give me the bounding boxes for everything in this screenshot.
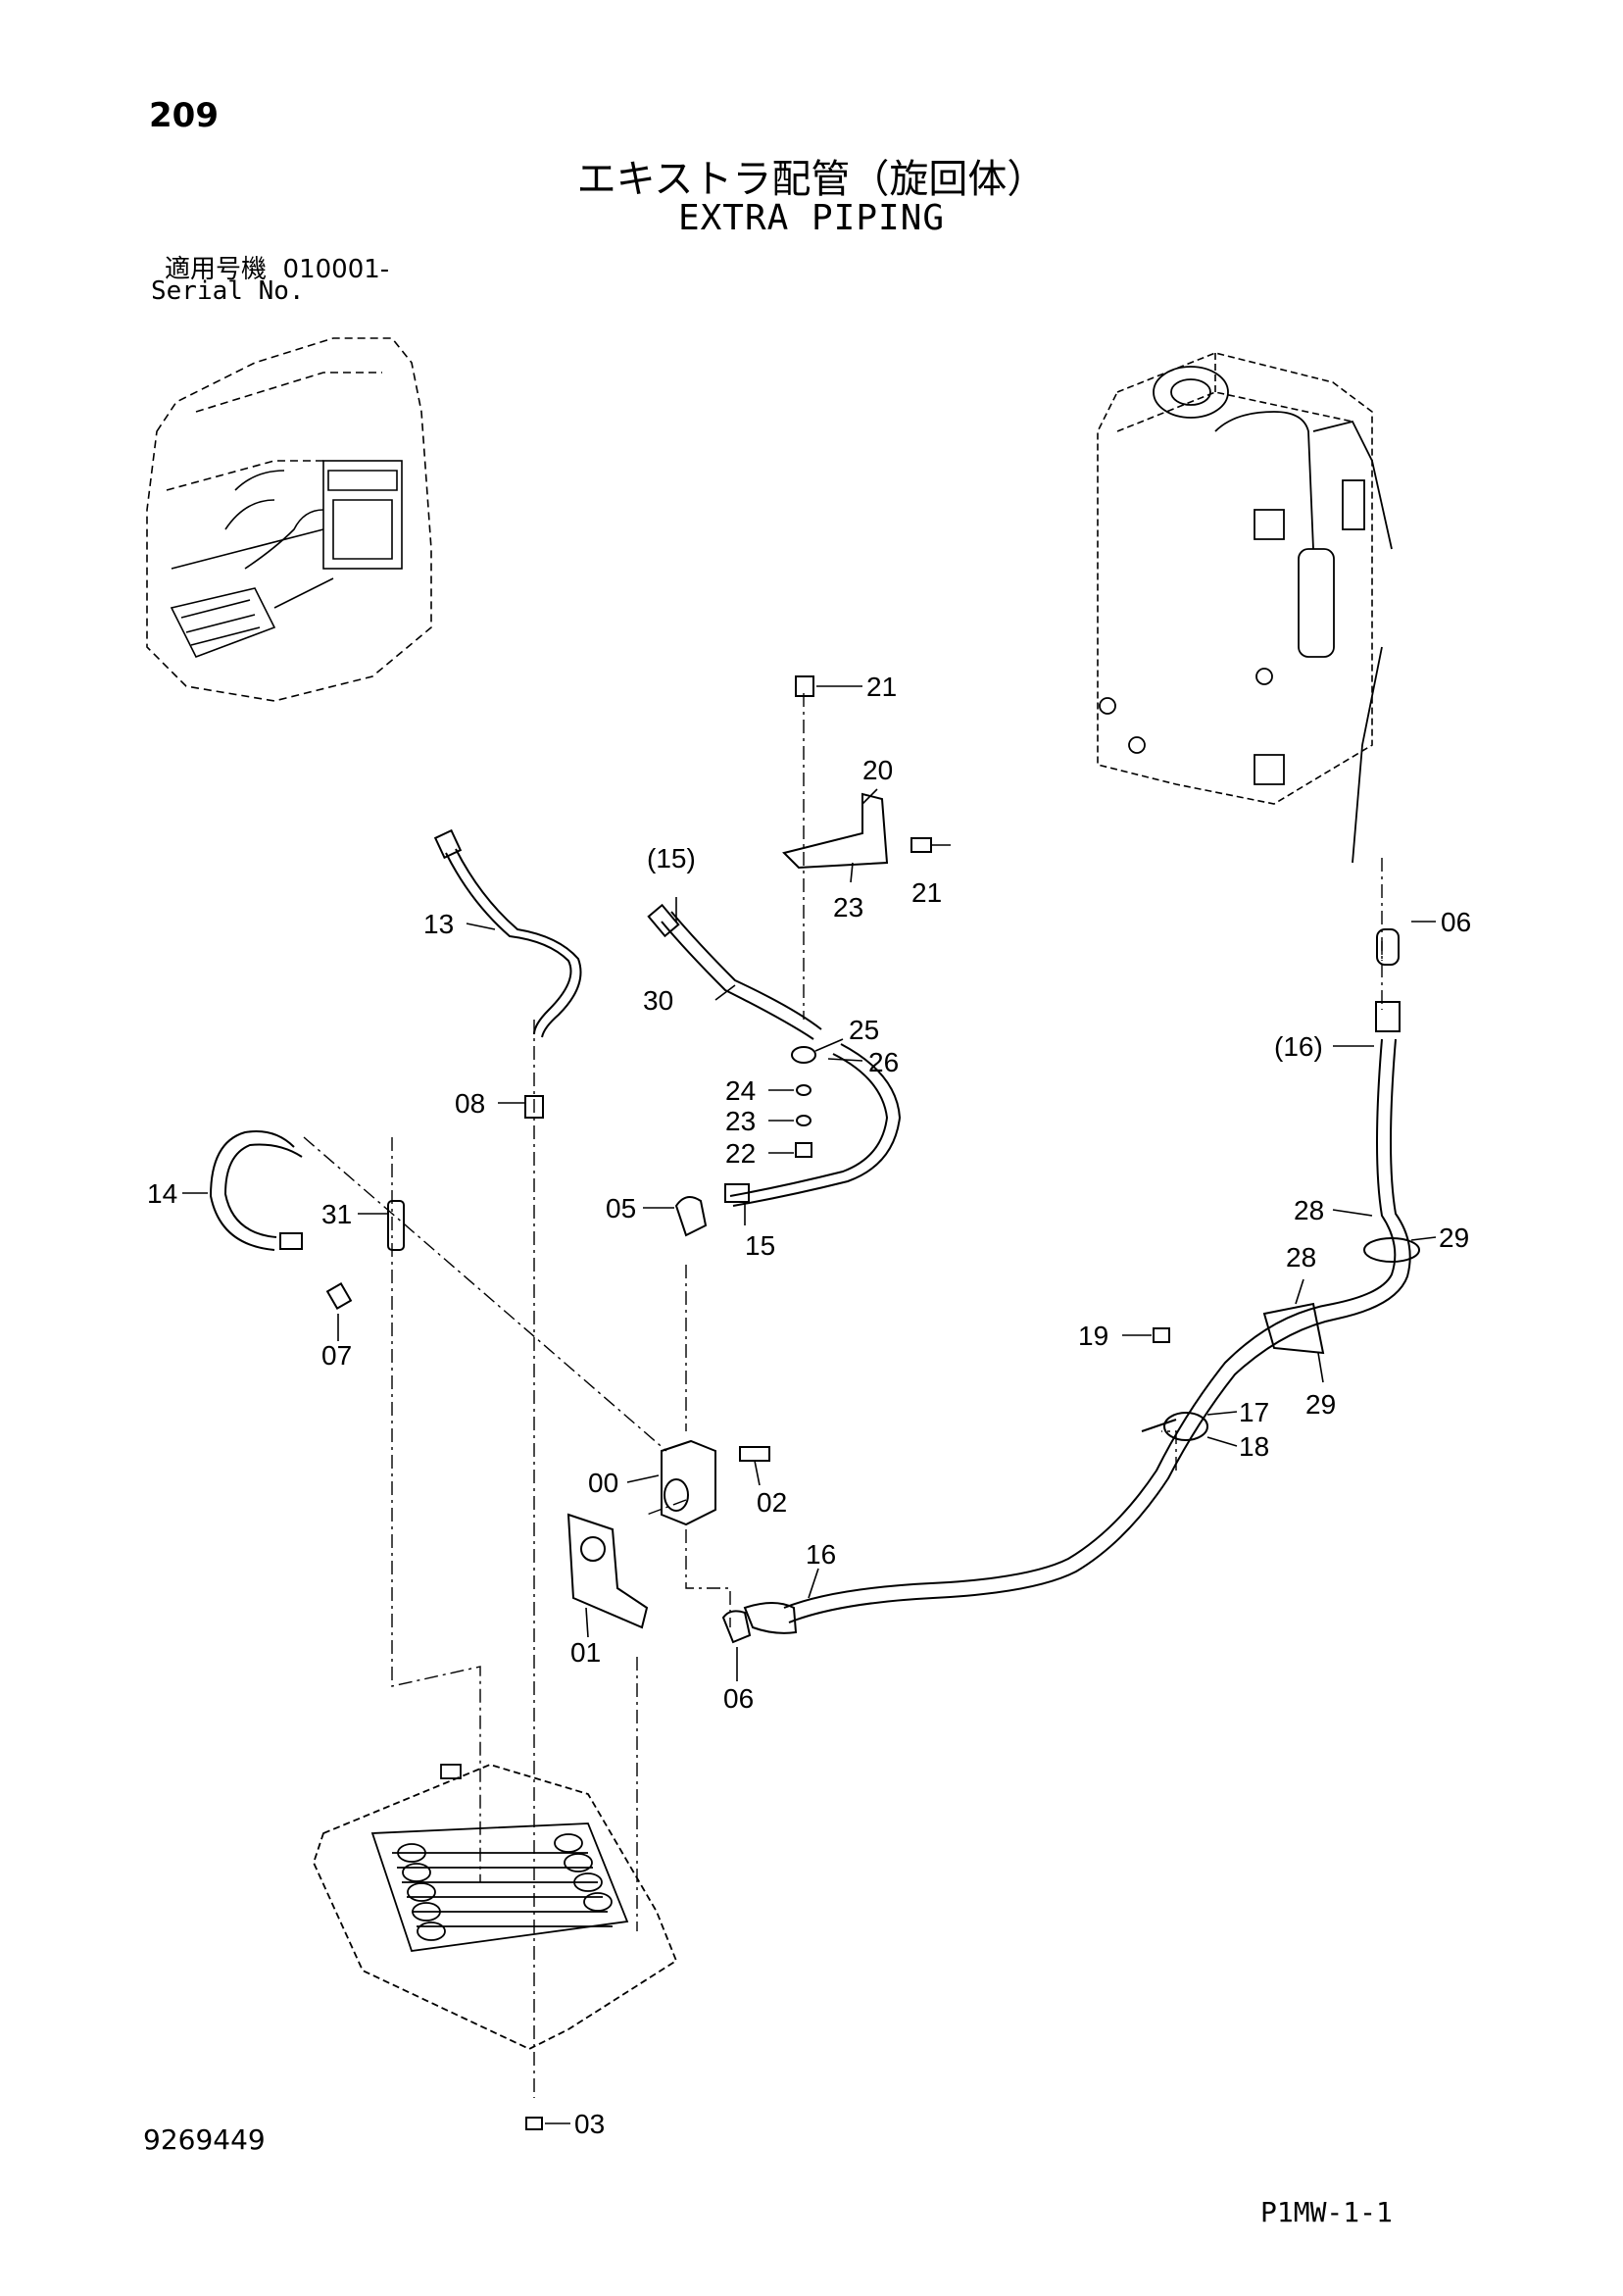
- leader-lines: [182, 685, 1437, 2124]
- callout-24: 24: [725, 1075, 756, 1106]
- nut-22: [795, 1142, 812, 1158]
- hose-30: [647, 903, 822, 1040]
- callout-17: 17: [1239, 1397, 1269, 1427]
- fitting-07: [325, 1281, 353, 1311]
- callout-28a: 28: [1294, 1195, 1324, 1225]
- callout-00: 00: [588, 1468, 618, 1498]
- hose-14: [209, 1130, 303, 1251]
- callout-23a: 23: [833, 892, 863, 923]
- title-english: EXTRA PIPING: [677, 198, 946, 238]
- routing-lines: [303, 693, 1383, 2098]
- bracket-20: [782, 792, 889, 870]
- hose-15: [724, 1043, 902, 1207]
- clamp-28a: [1363, 1237, 1420, 1263]
- callout-21b: 21: [911, 877, 942, 908]
- title-japanese: エキストラ配管（旋回体）: [576, 157, 1047, 202]
- control-valve: [313, 1764, 678, 2051]
- bracket-01-hole: [580, 1536, 606, 1562]
- callout-30: 30: [643, 985, 673, 1016]
- callout-03: 03: [574, 2109, 605, 2139]
- document-number: 9269449: [143, 2123, 266, 2156]
- callout-15: 15: [745, 1230, 775, 1261]
- callout-14: 14: [147, 1178, 177, 1209]
- callout-29b: 29: [1305, 1389, 1336, 1420]
- callout-06-lower: 06: [723, 1683, 754, 1714]
- bracket-01: [566, 1513, 649, 1629]
- clamp-28b: [1262, 1302, 1325, 1355]
- fitting-08: [524, 1095, 544, 1119]
- callout-22: 22: [725, 1138, 756, 1169]
- clamp-25: [791, 1046, 816, 1064]
- bolt-19: [1153, 1327, 1170, 1343]
- callout-21a: 21: [866, 672, 897, 702]
- bolt-02: [739, 1446, 770, 1462]
- fitting-31: [387, 1200, 405, 1251]
- callout-02: 02: [757, 1487, 787, 1518]
- washer-23: [796, 1115, 812, 1126]
- callout-16: 16: [806, 1539, 836, 1570]
- page-code: P1MW-1-1: [1260, 2196, 1393, 2228]
- tank-fittings: [1099, 366, 1393, 864]
- callout-29a: 29: [1439, 1223, 1469, 1253]
- callout-15-ref: (15): [647, 843, 696, 873]
- callout-05: 05: [606, 1193, 636, 1223]
- bolt-03: [525, 2117, 543, 2130]
- clamp-18-plate: [1141, 1419, 1177, 1432]
- elbow-06-lower: [721, 1610, 752, 1644]
- callout-07: 07: [321, 1340, 352, 1371]
- washer-24: [796, 1084, 812, 1096]
- cab-overview-sketch: [146, 337, 432, 702]
- callout-20: 20: [862, 755, 893, 785]
- callout-13: 13: [423, 909, 454, 939]
- serial-label-jp-text: 適用号機: [165, 255, 268, 284]
- block-00: [661, 1439, 716, 1526]
- hose-13: [433, 828, 582, 1038]
- callout-19: 19: [1078, 1321, 1108, 1351]
- elbow-05: [674, 1196, 708, 1237]
- serial-label-en: Serial No.: [151, 276, 305, 306]
- callout-18: 18: [1239, 1431, 1269, 1462]
- callout-01: 01: [570, 1637, 601, 1668]
- callout-08: 08: [455, 1088, 485, 1119]
- hose-16: [743, 1038, 1411, 1634]
- fitting-06-upper: [1376, 928, 1400, 966]
- page-number: 209: [149, 96, 219, 135]
- callout-23b: 23: [725, 1106, 756, 1136]
- bolt-21b: [910, 837, 932, 853]
- block-00-port: [664, 1478, 689, 1512]
- callout-06-upper: 06: [1441, 907, 1471, 937]
- clamp-17: [1163, 1412, 1208, 1441]
- bolt-21a: [795, 675, 814, 697]
- callout-28b: 28: [1286, 1242, 1316, 1273]
- hydraulic-tank: [1097, 352, 1373, 805]
- callout-31: 31: [321, 1199, 352, 1229]
- fitting-16-top: [1375, 1001, 1401, 1032]
- callout-26: 26: [868, 1047, 899, 1077]
- callout-25: 25: [849, 1015, 879, 1045]
- callout-labels: 21 20 21 23 (15) 13 30 25 26 24 23 22 08…: [147, 672, 1471, 2139]
- serial-value: 010001-: [282, 255, 390, 284]
- serial-label-jp: 適用号機 010001-: [165, 249, 389, 285]
- callout-16-ref: (16): [1274, 1031, 1323, 1062]
